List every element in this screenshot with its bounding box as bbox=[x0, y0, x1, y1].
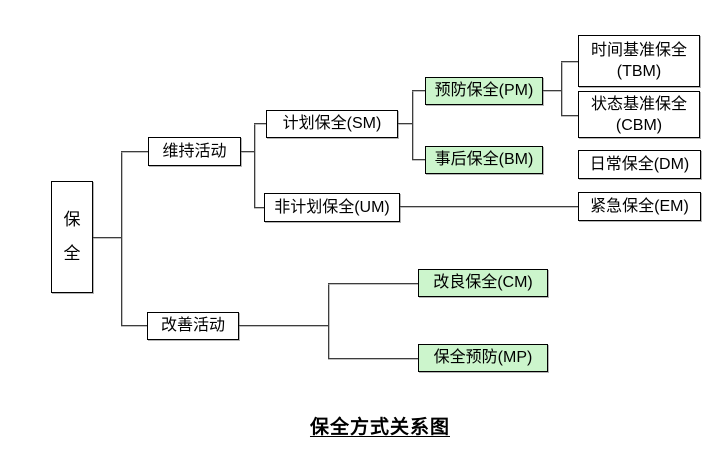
node-bm-label: 事后保全(BM) bbox=[434, 151, 534, 169]
node-cbm-line2: (CBM) bbox=[615, 116, 663, 134]
connector-line bbox=[398, 123, 412, 124]
node-preventive-maintenance-pm: 预防保全(PM) bbox=[425, 77, 543, 105]
node-cbm-line1: 状态基准保全 bbox=[590, 95, 687, 113]
connector-line bbox=[543, 90, 561, 91]
node-maintain-label: 维持活动 bbox=[162, 142, 227, 160]
connector-line bbox=[93, 237, 122, 238]
node-tbm-line2: (TBM) bbox=[616, 63, 662, 80]
node-scheduled-maintenance-sm: 计划保全(SM) bbox=[266, 110, 398, 138]
connector-line bbox=[254, 123, 255, 208]
node-corrective-maintenance-cm: 改良保全(CM) bbox=[418, 269, 548, 297]
connector-line bbox=[121, 151, 148, 152]
node-um-label: 非计划保全(UM) bbox=[274, 198, 390, 216]
connector-line bbox=[561, 61, 562, 116]
node-tbm-line1: 时间基准保全 bbox=[590, 42, 687, 59]
node-maintain-activities: 维持活动 bbox=[148, 137, 241, 166]
connector-line bbox=[254, 207, 264, 208]
connector-line bbox=[561, 61, 578, 62]
connector-line bbox=[328, 358, 418, 359]
node-improve-activities: 改善活动 bbox=[147, 312, 239, 340]
connector-line bbox=[328, 283, 329, 359]
node-root-hozen: 保 全 bbox=[51, 181, 93, 293]
node-sm-label: 计划保全(SM) bbox=[282, 115, 382, 133]
node-mp-label: 保全预防(MP) bbox=[433, 349, 533, 367]
connector-line bbox=[328, 283, 418, 284]
node-root-char1: 保 bbox=[63, 210, 81, 230]
node-daily-maintenance-dm: 日常保全(DM) bbox=[578, 150, 701, 179]
connector-line bbox=[239, 325, 328, 326]
node-condition-based-maintenance-cbm: 状态基准保全 (CBM) bbox=[578, 91, 700, 138]
node-emergency-maintenance-em: 紧急保全(EM) bbox=[578, 192, 701, 221]
node-maintenance-prevention-mp: 保全预防(MP) bbox=[418, 344, 548, 372]
node-em-label: 紧急保全(EM) bbox=[590, 197, 689, 215]
node-improve-label: 改善活动 bbox=[160, 317, 225, 335]
connector-line bbox=[241, 151, 254, 152]
node-breakdown-maintenance-bm: 事后保全(BM) bbox=[425, 146, 543, 174]
node-dm-label: 日常保全(DM) bbox=[589, 155, 690, 173]
node-unscheduled-maintenance-um: 非计划保全(UM) bbox=[264, 193, 400, 222]
connector-line bbox=[412, 159, 425, 160]
connector-line bbox=[400, 206, 578, 207]
connector-line bbox=[254, 123, 266, 124]
node-cm-label: 改良保全(CM) bbox=[433, 274, 533, 292]
connector-line bbox=[121, 151, 122, 326]
node-time-based-maintenance-tbm: 时间基准保全 (TBM) bbox=[578, 35, 700, 87]
connector-line bbox=[121, 325, 147, 326]
connector-line bbox=[412, 90, 413, 160]
diagram-title: 保全方式关系图 bbox=[309, 417, 450, 438]
node-root-char2: 全 bbox=[63, 243, 81, 263]
connector-line bbox=[561, 115, 578, 116]
node-pm-label: 预防保全(PM) bbox=[434, 82, 534, 100]
connector-line bbox=[412, 90, 425, 91]
